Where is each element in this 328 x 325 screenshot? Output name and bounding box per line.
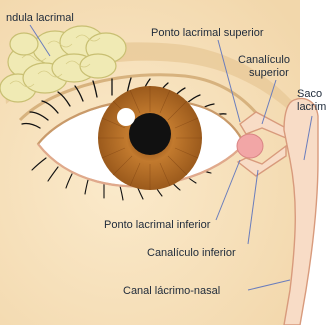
label-canaliculo-superior-line1: Canalículo	[238, 54, 290, 66]
label-lacrimal-gland: ndula lacrimal	[6, 12, 74, 24]
label-canal-lacrimo-nasal: Canal lácrimo-nasal	[123, 285, 220, 297]
label-saco-lacrimal-line2: lacrim	[297, 101, 326, 113]
lacrimal-caruncle	[237, 134, 263, 158]
label-canaliculo-superior-line2: superior	[249, 67, 289, 79]
pupil	[129, 113, 171, 155]
label-canaliculo-inferior: Canalículo inferior	[147, 247, 236, 259]
label-ponto-lacrimal-inferior: Ponto lacrimal inferior	[104, 219, 210, 231]
label-saco-lacrimal-line1: Saco	[297, 88, 322, 100]
label-ponto-lacrimal-superior: Ponto lacrimal superior	[151, 27, 264, 39]
eye-highlight	[117, 108, 135, 126]
